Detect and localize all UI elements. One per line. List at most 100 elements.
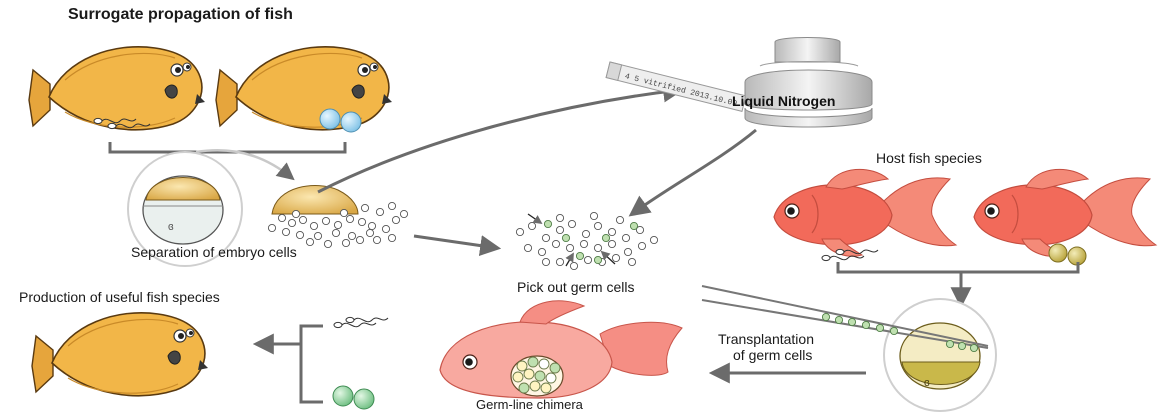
liquid-nitrogen-tank-icon — [745, 38, 872, 128]
germ-cell — [556, 226, 563, 233]
germ-cell — [570, 262, 577, 269]
chimera-gonad-cell — [530, 381, 540, 391]
pipette-cell — [970, 344, 977, 351]
embryo-cell — [376, 208, 383, 215]
germ-cell — [624, 248, 631, 255]
pipette-cell — [876, 324, 883, 331]
chimera-gonad-cell — [519, 383, 529, 393]
germ-cell — [594, 222, 601, 229]
surrogate-title: Surrogate propagation of fish — [68, 6, 293, 24]
embryo-cell — [346, 215, 353, 222]
flatfish-male-icon — [29, 47, 205, 130]
flatfish-useful-icon — [32, 313, 208, 396]
useful-egg-icon — [333, 386, 374, 409]
host-embryo-icon: ɞ — [884, 299, 996, 411]
embryo-cell — [400, 210, 407, 217]
svg-text:ɞ: ɞ — [168, 221, 174, 233]
chimera-gonad-cell — [524, 369, 534, 379]
nitrogen-to-pick-arrow — [632, 130, 756, 214]
embryo-cell — [306, 238, 313, 245]
germ-cell — [556, 214, 563, 221]
germ-cell — [580, 240, 587, 247]
embryo-cell — [296, 231, 303, 238]
germ-cell — [594, 244, 601, 251]
pipette-cell — [958, 342, 965, 349]
embryo-cell — [368, 222, 375, 229]
chimera-gonad-cell — [528, 357, 538, 367]
embryo-cell — [332, 229, 339, 236]
germ-cell — [628, 258, 635, 265]
embryo-cell — [392, 216, 399, 223]
germ-cell — [584, 256, 591, 263]
host-egg-icon — [1049, 244, 1086, 265]
embryo-cell — [382, 225, 389, 232]
embryo-cell — [361, 204, 368, 211]
germ-cell — [622, 234, 629, 241]
merge-bracket-useful — [257, 326, 323, 402]
embryo-cell — [324, 240, 331, 247]
embryo-cell — [356, 236, 363, 243]
germ-cell-green — [594, 256, 601, 263]
germ-cell — [566, 244, 573, 251]
embryo-cell — [358, 218, 365, 225]
chimera-gonad-cell — [535, 371, 545, 381]
chimera-gonad-cell — [550, 363, 560, 373]
germ-cell — [590, 212, 597, 219]
chimera-gonad-cell — [513, 372, 523, 382]
embryo-cell — [366, 229, 373, 236]
germ-cell — [542, 258, 549, 265]
production-label: Production of useful fish species — [19, 289, 220, 305]
cryo-straw-icon: 4 5 vitrified 2013.10.09 — [606, 62, 746, 111]
germ-cell — [612, 254, 619, 261]
germ-cell — [542, 234, 549, 241]
germ-cell — [528, 222, 535, 229]
pipette-cell — [848, 318, 855, 325]
embryo-cell — [334, 221, 341, 228]
germ-cell — [608, 240, 615, 247]
embryo-cell — [278, 214, 285, 221]
embryo-cell — [268, 224, 275, 231]
transplant-label-1: Transplantation — [718, 331, 814, 347]
germ-cell — [568, 220, 575, 227]
pipette-cell — [862, 321, 869, 328]
germ-cell — [516, 228, 523, 235]
embryo-cell — [322, 217, 329, 224]
transplant-label-2: of germ cells — [733, 347, 812, 363]
embryo-cell — [314, 232, 321, 239]
germ-cell-green — [544, 220, 551, 227]
germ-cell-green — [562, 234, 569, 241]
embryo-cell — [373, 236, 380, 243]
germ-cell — [556, 258, 563, 265]
useful-sperm-icon — [334, 317, 388, 327]
germ-cell-green — [602, 234, 609, 241]
merge-bracket-host — [838, 262, 1078, 304]
goldfish-male-icon — [774, 169, 956, 256]
pipette-cell — [890, 327, 897, 334]
embryo-cell — [388, 202, 395, 209]
embryo-cell — [348, 232, 355, 239]
germ-cell — [638, 242, 645, 249]
chimera-gonad-cell — [546, 373, 556, 383]
chimera-gonad-cell — [517, 361, 527, 371]
chimera-fish-icon — [440, 301, 682, 398]
pipette-cell — [822, 313, 829, 320]
germ-cell — [538, 248, 545, 255]
host-fish-label: Host fish species — [876, 150, 982, 166]
liquid-nitrogen-label: Liquid Nitrogen — [732, 93, 835, 109]
flatfish-female-icon — [216, 47, 392, 130]
embryo-cell — [310, 222, 317, 229]
embryo-cell — [288, 219, 295, 226]
merge-bracket-top — [110, 142, 345, 168]
germ-cell — [582, 230, 589, 237]
svg-text:ɞ: ɞ — [924, 377, 930, 389]
chimera-label: Germ-line chimera — [476, 397, 583, 412]
embryo-cell — [292, 210, 299, 217]
goldfish-female-icon — [974, 169, 1156, 256]
embryo-cell — [282, 228, 289, 235]
germ-cell — [608, 228, 615, 235]
embryo-cell — [342, 239, 349, 246]
germ-cell-green — [576, 252, 583, 259]
chimera-gonad-cell — [539, 359, 549, 369]
germ-cell — [552, 240, 559, 247]
